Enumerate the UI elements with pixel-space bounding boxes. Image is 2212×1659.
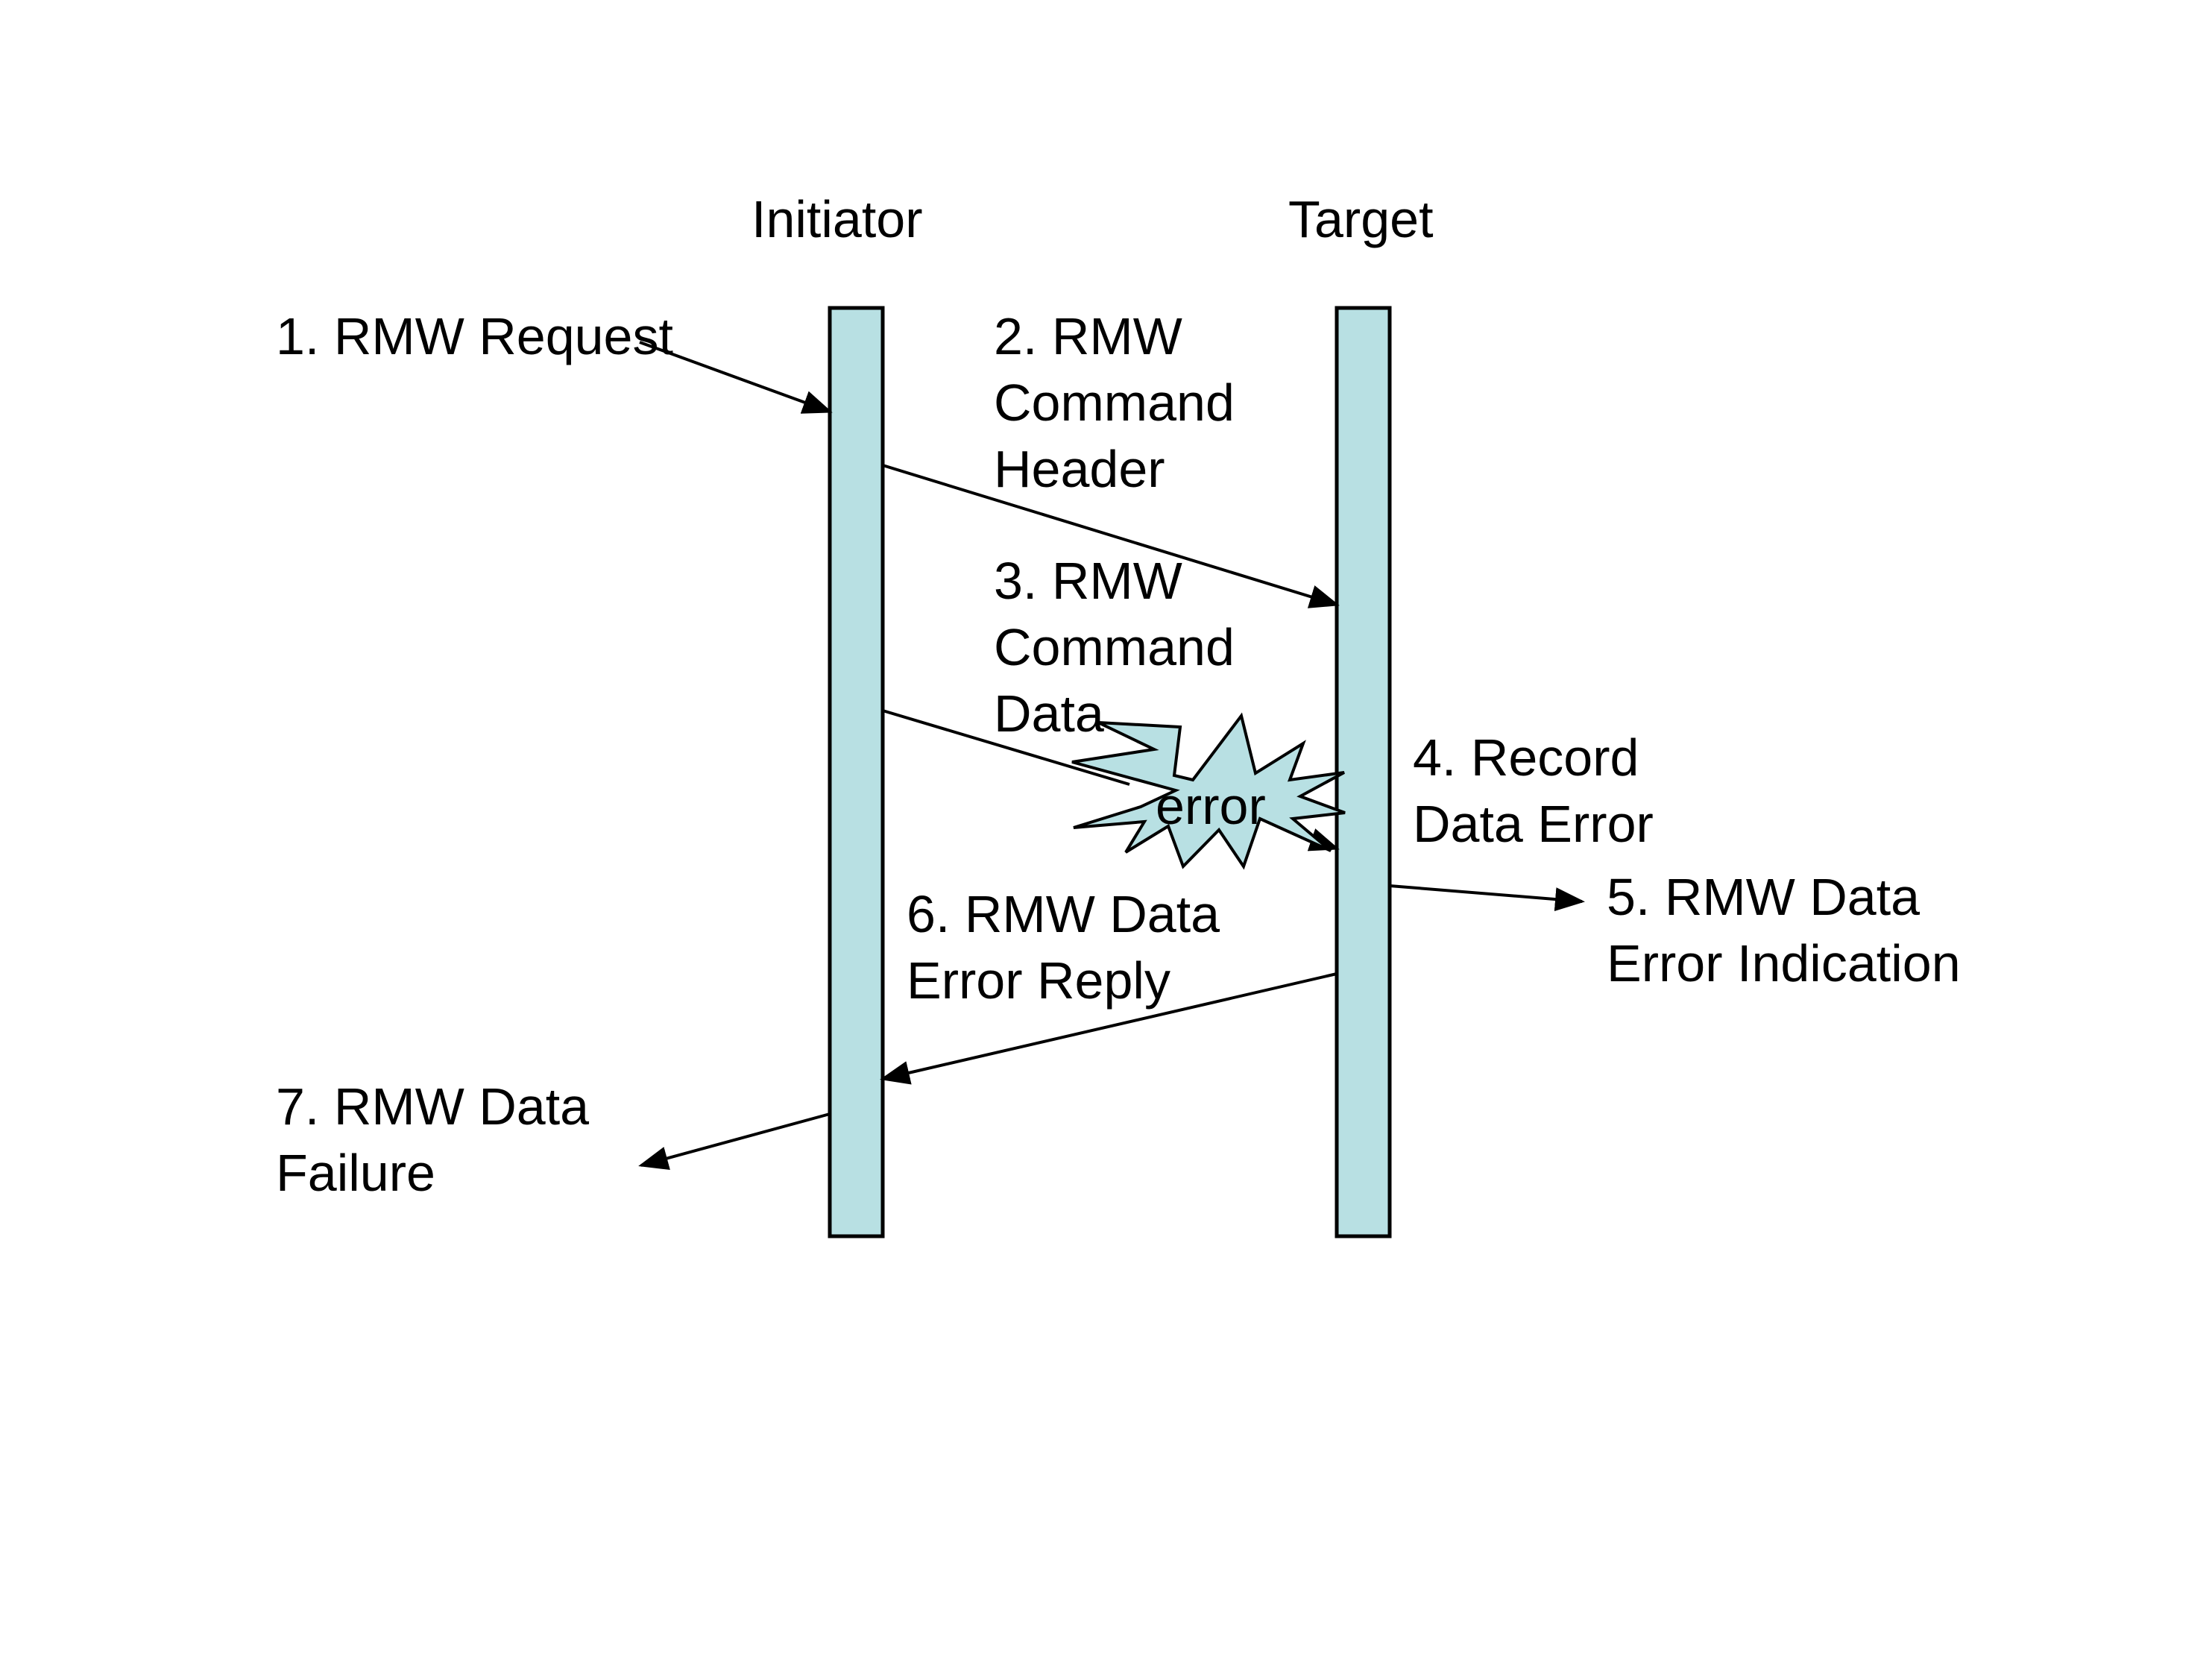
step-1-label: 1. RMW Request: [276, 307, 673, 365]
step-5-label: 5. RMW Data Error Indication: [1607, 868, 1961, 992]
arrow-rmw-data-error-reply: [880, 972, 1337, 1085]
error-burst-shape: [1071, 712, 1346, 870]
step-2-label: 2. RMW Command Header: [994, 307, 1249, 498]
step-6-label: 6. RMW Data Error Reply: [907, 885, 1235, 1010]
step-7-label: 7. RMW Data Failure: [276, 1077, 604, 1202]
arrow-rmw-data-failure: [638, 1112, 831, 1170]
arrow-rmw-command-data: [882, 709, 1130, 786]
initiator-lifeline: [828, 306, 885, 1238]
step-4-label: 4. Record Data Error: [1413, 728, 1654, 853]
arrow-rmw-request: [639, 341, 833, 414]
participant-target: Target: [1288, 190, 1434, 248]
arrow-rmw-command-header: [882, 464, 1340, 608]
error-burst-label: error: [1156, 777, 1266, 835]
step-3-label: 3. RMW Command Data: [994, 552, 1249, 743]
arrow-rmw-data-error-indication: [1389, 884, 1585, 912]
target-lifeline: [1335, 306, 1392, 1238]
participant-initiator: Initiator: [751, 190, 923, 248]
